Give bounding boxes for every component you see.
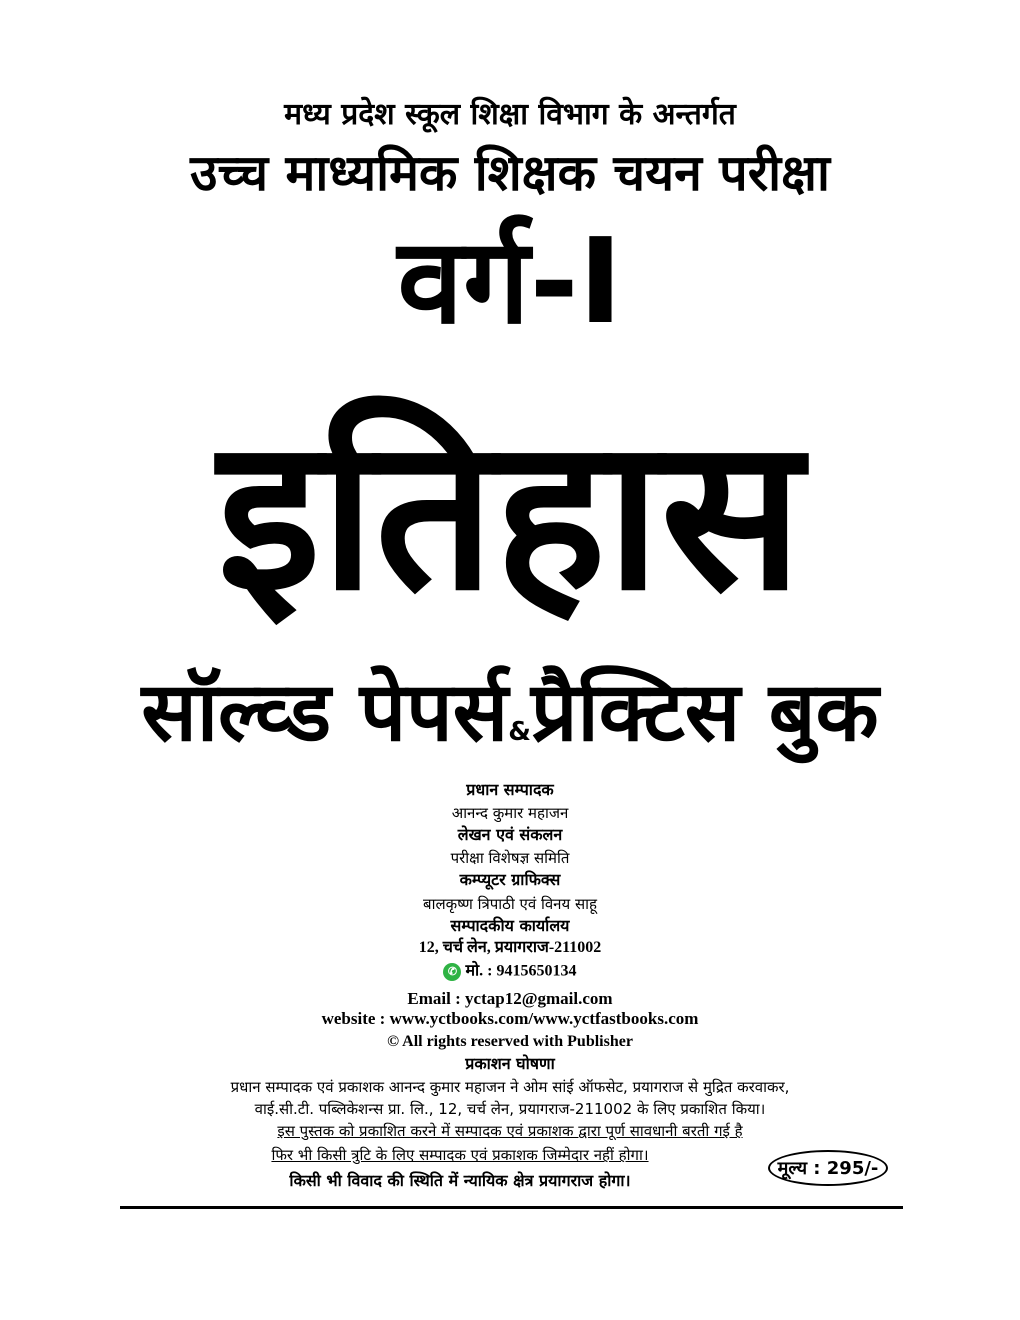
- writing-label: लेखन एवं संकलन: [457, 825, 563, 844]
- series-title: सॉल्व्ड पेपर्स&प्रैक्टिस बुक: [0, 672, 1020, 754]
- exam-title: उच्च माध्यमिक शिक्षक चयन परीक्षा: [190, 144, 830, 202]
- mobile: मो. : 9415650134: [465, 962, 577, 980]
- declaration-line2: वाई.सी.टी. पब्लिकेशन्स प्रा. लि., 12, चर…: [254, 1100, 766, 1118]
- grade-title: वर्ग-I: [397, 212, 623, 350]
- series-part1: सॉल्व्ड पेपर्स: [141, 665, 509, 760]
- writing: परीक्षा विशेषज्ञ समिति: [450, 849, 570, 867]
- declaration-label: प्रकाशन घोषणा: [465, 1054, 555, 1073]
- office-label: सम्पादकीय कार्यालय: [450, 916, 570, 935]
- mobile-line: ✆मो. : 9415650134: [0, 963, 1020, 981]
- chief-editor-label: प्रधान सम्पादक: [466, 780, 554, 799]
- graphics-label: कम्प्यूटर ग्राफिक्स: [459, 870, 561, 889]
- subject-title: इतिहास: [217, 392, 803, 637]
- website: website : www.yctbooks.com/www.yctfastbo…: [321, 1009, 699, 1028]
- chief-editor: आनन्द कुमार महाजन: [451, 804, 569, 822]
- declaration-line5: किसी भी विवाद की स्थिति में न्यायिक क्षे…: [289, 1171, 631, 1190]
- ampersand: &: [508, 717, 531, 747]
- address: 12, चर्च लेन, प्रयागराज-211002: [418, 939, 602, 956]
- graphics: बालकृष्ण त्रिपाठी एवं विनय साहू: [423, 895, 597, 913]
- declaration-line4: फिर भी किसी त्रुटि के लिए सम्पादक एवं प्…: [271, 1146, 649, 1164]
- header-line1: मध्य प्रदेश स्कूल शिक्षा विभाग के अन्तर्…: [284, 97, 736, 132]
- whatsapp-icon: ✆: [443, 963, 462, 981]
- price-badge: मूल्य : 295/-: [768, 1150, 888, 1186]
- bottom-rule: [120, 1206, 903, 1209]
- rights: © All rights reserved with Publisher: [387, 1033, 633, 1050]
- series-part2: प्रैक्टिस बुक: [530, 665, 879, 760]
- email: Email : yctap12@gmail.com: [407, 989, 613, 1008]
- declaration-line1: प्रधान सम्पादक एवं प्रकाशक आनन्द कुमार म…: [230, 1078, 790, 1096]
- declaration-line3: इस पुस्तक को प्रकाशित करने में सम्पादक ए…: [277, 1122, 743, 1140]
